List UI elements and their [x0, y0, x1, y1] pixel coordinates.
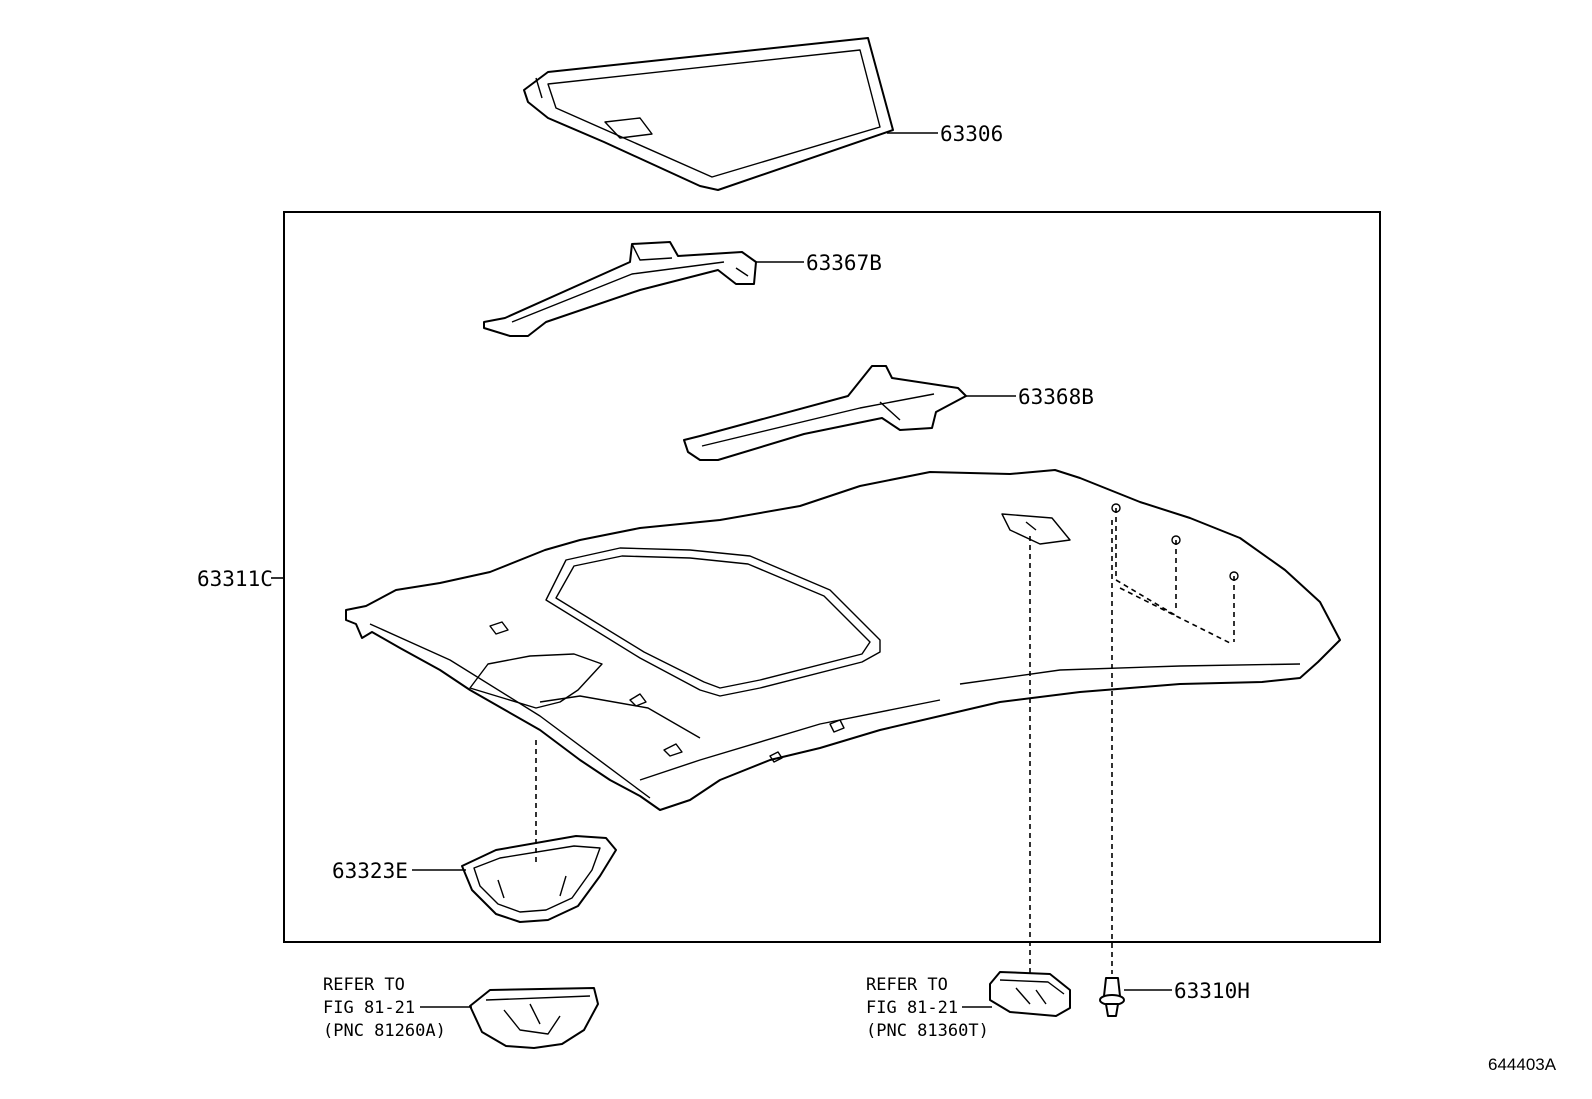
- ref-right-line3: (PNC 81360T): [866, 1021, 989, 1041]
- callout-63306: 63306: [940, 122, 1003, 146]
- lamp-bezel: [461, 835, 617, 923]
- map-lamp-assembly: [469, 987, 599, 1049]
- headliner: [345, 469, 1341, 811]
- ref-right-line1: REFER TO: [866, 975, 948, 995]
- callout-63368B: 63368B: [1018, 385, 1094, 409]
- assembly-frame: [283, 211, 1381, 943]
- callout-63311C: 63311C: [197, 567, 273, 591]
- ref-right-line2: FIG 81-21: [866, 998, 958, 1018]
- figure-number: 644403A: [1488, 1055, 1557, 1074]
- ref-left-line1: REFER TO: [323, 975, 405, 995]
- reinforcement-rear: [683, 365, 967, 461]
- ref-left-line2: FIG 81-21: [323, 998, 415, 1018]
- reinforcement-front: [483, 241, 757, 337]
- callout-63323E: 63323E: [332, 859, 408, 883]
- callout-63310H: 63310H: [1174, 979, 1250, 1003]
- callout-63367B: 63367B: [806, 251, 882, 275]
- dome-lamp-assembly: [989, 971, 1071, 1017]
- clip: [1099, 977, 1125, 1017]
- ref-left-line3: (PNC 81260A): [323, 1021, 446, 1041]
- sunshade-panel: [523, 37, 894, 191]
